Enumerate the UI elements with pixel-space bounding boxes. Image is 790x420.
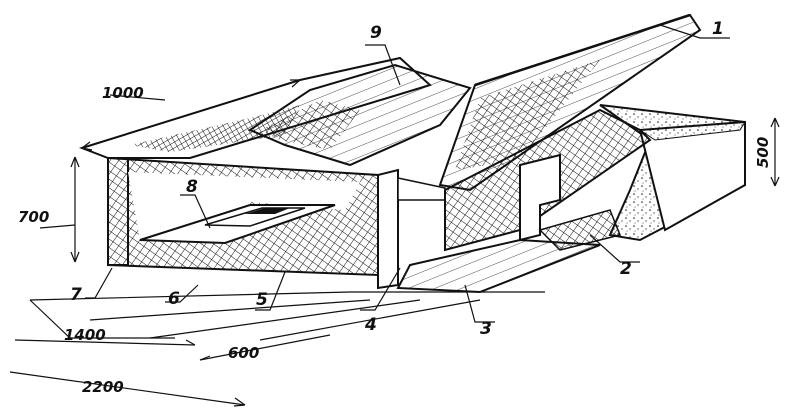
label-1: 1 — [712, 19, 724, 39]
ground-lines — [29, 291, 545, 341]
floor-boards — [396, 238, 601, 294]
left-lid — [78, 56, 472, 167]
inner-walls — [444, 108, 652, 252]
label-5: 5 — [256, 290, 268, 310]
label-7: 7 — [70, 285, 82, 305]
label-2: 2 — [620, 259, 632, 279]
label-4: 4 — [364, 315, 377, 335]
label-3: 3 — [480, 319, 492, 339]
leader-lines — [85, 24, 730, 323]
dimension-1000: 1000 — [102, 84, 144, 102]
dimension-500: 500 — [754, 137, 772, 168]
dimension-700: 700 — [18, 208, 49, 226]
label-9: 9 — [370, 23, 382, 43]
label-8: 8 — [186, 177, 198, 197]
soil-bed — [599, 104, 746, 242]
center-post — [377, 168, 446, 290]
dimension-600: 600 — [228, 344, 259, 362]
glass-frame — [139, 204, 336, 245]
dimension-2200: 2200 — [82, 378, 124, 396]
dimension-lines — [9, 79, 780, 407]
dimension-1400: 1400 — [64, 326, 106, 344]
label-6: 6 — [168, 289, 180, 309]
